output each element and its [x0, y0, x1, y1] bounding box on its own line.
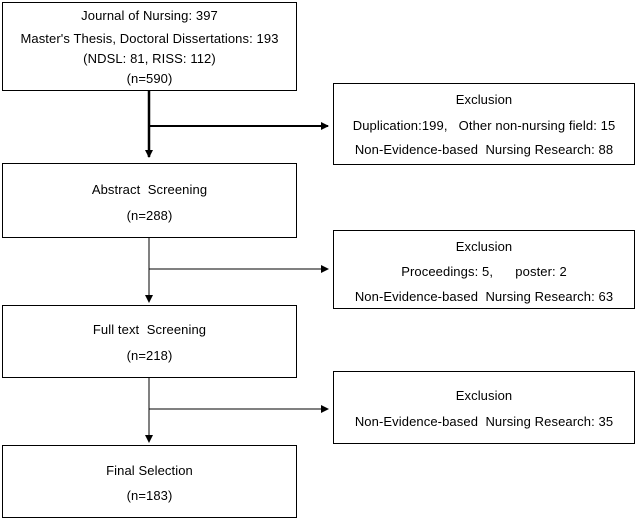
full-text-screening-box: Full text Screening (n=218) [2, 305, 297, 378]
final-selection-title: Final Selection [106, 463, 193, 478]
exclusion-box-2: Exclusion Proceedings: 5, poster: 2 Non-… [333, 230, 635, 309]
abstract-screening-count: (n=288) [126, 208, 173, 223]
exclusion-2-title: Exclusion [455, 239, 513, 254]
exclusion-2-line-2: Non-Evidence-based Nursing Research: 63 [354, 289, 614, 304]
identification-box: Journal of Nursing: 397 Master's Thesis,… [2, 2, 297, 91]
full-text-screening-count: (n=218) [126, 348, 173, 363]
exclusion-1-line-2: Non-Evidence-based Nursing Research: 88 [354, 142, 614, 157]
exclusion-3-title: Exclusion [455, 388, 513, 403]
abstract-screening-box: Abstract Screening (n=288) [2, 163, 297, 238]
exclusion-1-line-1: Duplication:199, Other non-nursing field… [352, 118, 616, 133]
full-text-screening-title: Full text Screening [92, 322, 207, 337]
exclusion-3-line-1: Non-Evidence-based Nursing Research: 35 [354, 414, 614, 429]
exclusion-box-3: Exclusion Non-Evidence-based Nursing Res… [333, 371, 635, 444]
abstract-screening-title: Abstract Screening [91, 182, 208, 197]
exclusion-1-title: Exclusion [455, 92, 513, 107]
identification-count: (n=590) [126, 71, 173, 86]
final-selection-count: (n=183) [126, 488, 173, 503]
identification-line-2: Master's Thesis, Doctoral Dissertations:… [20, 31, 279, 46]
exclusion-2-line-1: Proceedings: 5, poster: 2 [401, 264, 567, 279]
identification-line-3: (NDSL: 81, RISS: 112) [83, 51, 216, 66]
exclusion-box-1: Exclusion Duplication:199, Other non-nur… [333, 83, 635, 165]
final-selection-box: Final Selection (n=183) [2, 445, 297, 518]
identification-line-1: Journal of Nursing: 397 [81, 8, 218, 23]
